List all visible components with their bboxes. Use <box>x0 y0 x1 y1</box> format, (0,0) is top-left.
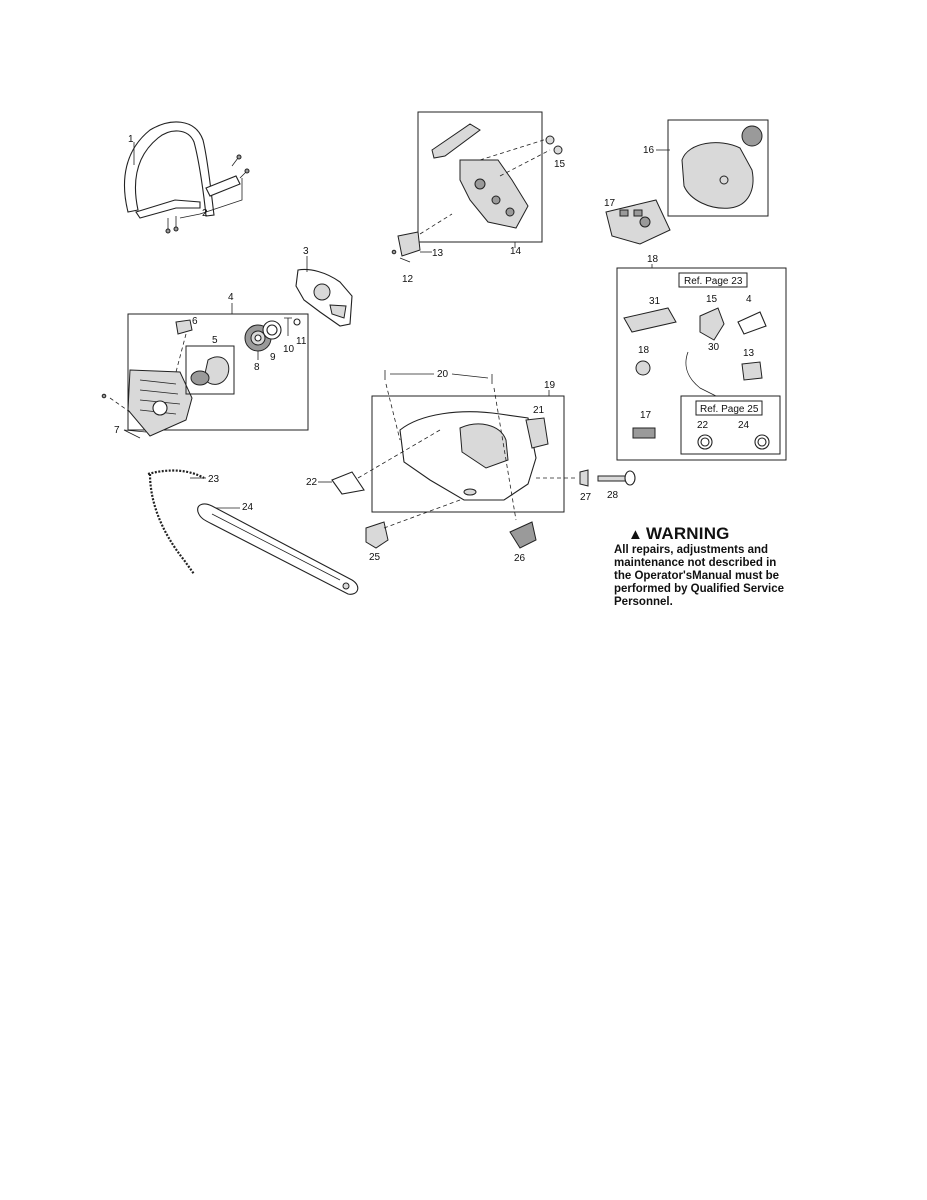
callout-6: 6 <box>192 316 198 327</box>
callout-4: 4 <box>228 292 234 303</box>
kit-item-22: 22 <box>697 420 709 431</box>
gasket-4-part <box>737 311 767 335</box>
gasket-kit-box <box>616 267 787 461</box>
callout-1: 1 <box>128 134 134 145</box>
bolt-28-part <box>597 470 636 486</box>
gasket-22-part <box>331 471 365 495</box>
warning-line-4: performed by Qualified Service <box>614 583 785 595</box>
kit-item-24: 24 <box>738 420 750 431</box>
saw-chain-part <box>147 469 205 575</box>
kit-item-30: 30 <box>708 342 720 353</box>
callout-21: 21 <box>533 405 545 416</box>
callout-25: 25 <box>369 552 381 563</box>
gasket-18-part <box>635 360 651 376</box>
warning-line-5: Personnel. <box>614 596 673 608</box>
callout-22: 22 <box>306 477 318 488</box>
sprocket-cover-part <box>295 268 353 327</box>
air-filter-part <box>605 199 671 245</box>
callout-7: 7 <box>114 425 120 436</box>
callout-23: 23 <box>208 474 220 485</box>
cap-25-part <box>365 521 389 549</box>
kit-item-15: 15 <box>706 294 718 305</box>
crankcase-part <box>399 411 537 501</box>
spring-10-part <box>284 317 292 336</box>
bracket-13-part <box>397 231 421 257</box>
warning-line-3: the Operator'sManual must be <box>614 570 780 582</box>
callout-8: 8 <box>254 362 260 373</box>
callout-2: 2 <box>202 208 208 219</box>
mount-26-part <box>509 521 537 549</box>
ref-page-23-box[interactable] <box>678 272 748 288</box>
ref-page-25-label: Ref. Page 25 <box>700 404 759 415</box>
gasket-13-part <box>741 361 763 381</box>
warning-line-2: maintenance not described in <box>614 557 777 569</box>
clutch-cover-panel-part <box>127 369 193 437</box>
cable-30-part <box>685 351 717 397</box>
callout-15: 15 <box>554 159 566 170</box>
warning-title: ▲WARNING <box>628 524 814 544</box>
rear-handle-box <box>417 111 543 243</box>
callout-3: 3 <box>303 246 309 257</box>
washer-11-part <box>293 318 301 326</box>
brake-band-box <box>185 345 235 395</box>
callout-13: 13 <box>432 248 444 259</box>
chain-brake-handle-part <box>431 123 529 229</box>
warning-title-text: WARNING <box>646 524 730 543</box>
callout-20: 20 <box>437 369 449 380</box>
kit-item-31: 31 <box>649 296 661 307</box>
callout-28: 28 <box>607 490 619 501</box>
callout-9: 9 <box>270 352 276 363</box>
ref-page-25-group-box <box>680 395 781 455</box>
plate-21-part <box>525 417 549 449</box>
callout-18: 18 <box>647 254 659 265</box>
callout-16: 16 <box>643 145 655 156</box>
kit-item-18: 18 <box>638 345 650 356</box>
callout-26: 26 <box>514 553 526 564</box>
kit-item-4: 4 <box>746 294 752 305</box>
front-handle-part <box>123 121 241 219</box>
kit-item-13: 13 <box>743 348 755 359</box>
ref-page-25-box[interactable] <box>695 400 763 416</box>
chain-adjuster-part <box>175 319 193 335</box>
callout-10: 10 <box>283 344 295 355</box>
top-cover-part <box>681 125 763 209</box>
callout-24: 24 <box>242 502 254 513</box>
gasket-31-part <box>623 307 677 333</box>
callout-27: 27 <box>580 492 592 503</box>
handle-screws-part <box>165 154 250 234</box>
warning-notice: ▲WARNING All repairs, adjustments and ma… <box>614 524 814 609</box>
crankcase-box <box>371 395 565 513</box>
nuts-15-part <box>545 135 563 155</box>
callout-11: 11 <box>296 336 307 347</box>
guide-bar-part <box>197 503 359 595</box>
ref-page-23-label: Ref. Page 23 <box>684 276 743 287</box>
callout-5: 5 <box>212 335 218 346</box>
callout-19: 19 <box>544 380 556 391</box>
brake-band-part <box>203 356 230 385</box>
gasket-15-part <box>699 307 725 341</box>
callout-17: 17 <box>604 198 616 209</box>
warning-line-1: All repairs, adjustments and <box>614 544 769 556</box>
filter-17-kit-part <box>632 427 656 439</box>
kit-item-17: 17 <box>640 410 652 421</box>
clutch-cover-group-box <box>127 313 309 431</box>
callout-12: 12 <box>402 274 414 285</box>
warning-triangle-icon: ▲ <box>628 526 644 543</box>
callout-14: 14 <box>510 246 522 257</box>
screw-12-part <box>391 249 397 255</box>
washer-27-part <box>579 469 589 487</box>
top-cover-box <box>667 119 769 217</box>
